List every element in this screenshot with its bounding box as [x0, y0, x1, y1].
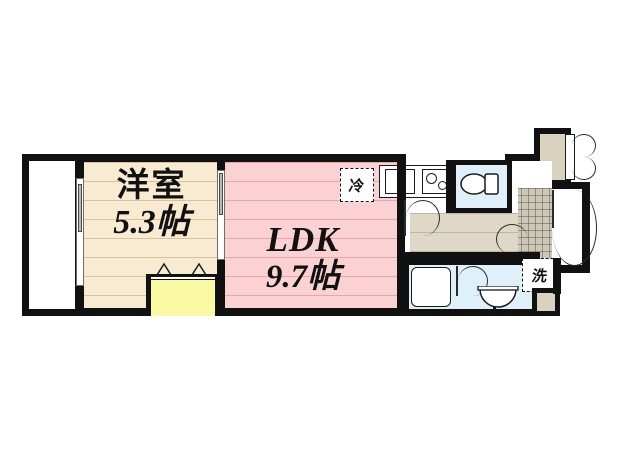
room-ldk-sliding-door[interactable]	[217, 170, 225, 260]
bathtub[interactable]	[411, 267, 451, 307]
entry-hall-white	[512, 161, 552, 187]
balcony-floor	[29, 161, 75, 309]
corridor-sanitary-wall	[402, 252, 540, 259]
genkan-wall-top-right	[552, 182, 590, 189]
refrigerator-glyph: 冷	[348, 176, 366, 195]
balcony-sliding-door-sash[interactable]	[78, 184, 82, 232]
shoe-cabinet-door-panel[interactable]	[565, 134, 575, 180]
washitsu-ldk-partition	[217, 154, 225, 172]
unit-bath-door-leaf[interactable]	[456, 266, 458, 296]
shoe-cabinet-wall-left	[505, 154, 537, 161]
vanity-door-arc	[496, 224, 528, 254]
washer-marker: 洗	[522, 258, 558, 292]
washitsu-ldk-partition-lower	[217, 258, 225, 316]
wash-basin-icon[interactable]	[476, 286, 520, 312]
entrance-door-arc	[552, 190, 597, 266]
ldk-corridor-wall-lower	[397, 252, 406, 316]
shoe-cabinet-door-arc-upper	[572, 134, 596, 157]
corner-cabinet-body	[537, 293, 555, 311]
closet-hanger-icons	[156, 262, 207, 276]
ldk-corridor-door-arc	[406, 200, 440, 236]
washitsu-label: 洋室 5.3帖	[84, 165, 219, 241]
corridor-wall-stub-left	[446, 160, 453, 213]
ldk-corridor-door-leaf[interactable]	[404, 200, 406, 236]
refrigerator-marker: 冷	[340, 168, 374, 202]
washitsu-size: 5.3帖	[113, 203, 190, 241]
ldk-size: 9.7帖	[265, 258, 341, 295]
unit-bath-door-arc	[458, 266, 488, 296]
closet-floor	[151, 280, 215, 316]
balcony-sliding-door[interactable]	[76, 178, 84, 286]
washitsu-name: 洋室	[116, 165, 187, 204]
sanitary-right-wall	[553, 258, 561, 294]
entrance-door-leaf[interactable]	[552, 190, 554, 228]
shoe-cabinet-door-arc-lower	[572, 157, 596, 180]
ldk-corridor-wall-upper	[397, 154, 406, 200]
toilet-icon	[460, 173, 499, 195]
washer-glyph: 洗	[531, 266, 549, 285]
ldk-floor	[224, 162, 397, 308]
ldk-label: LDK 9.7帖	[228, 220, 378, 295]
ldk-name: LDK	[266, 220, 340, 259]
closet-rod	[151, 276, 215, 279]
stove-burner-large	[426, 173, 437, 184]
room-ldk-sliding-door-sash[interactable]	[219, 173, 223, 215]
